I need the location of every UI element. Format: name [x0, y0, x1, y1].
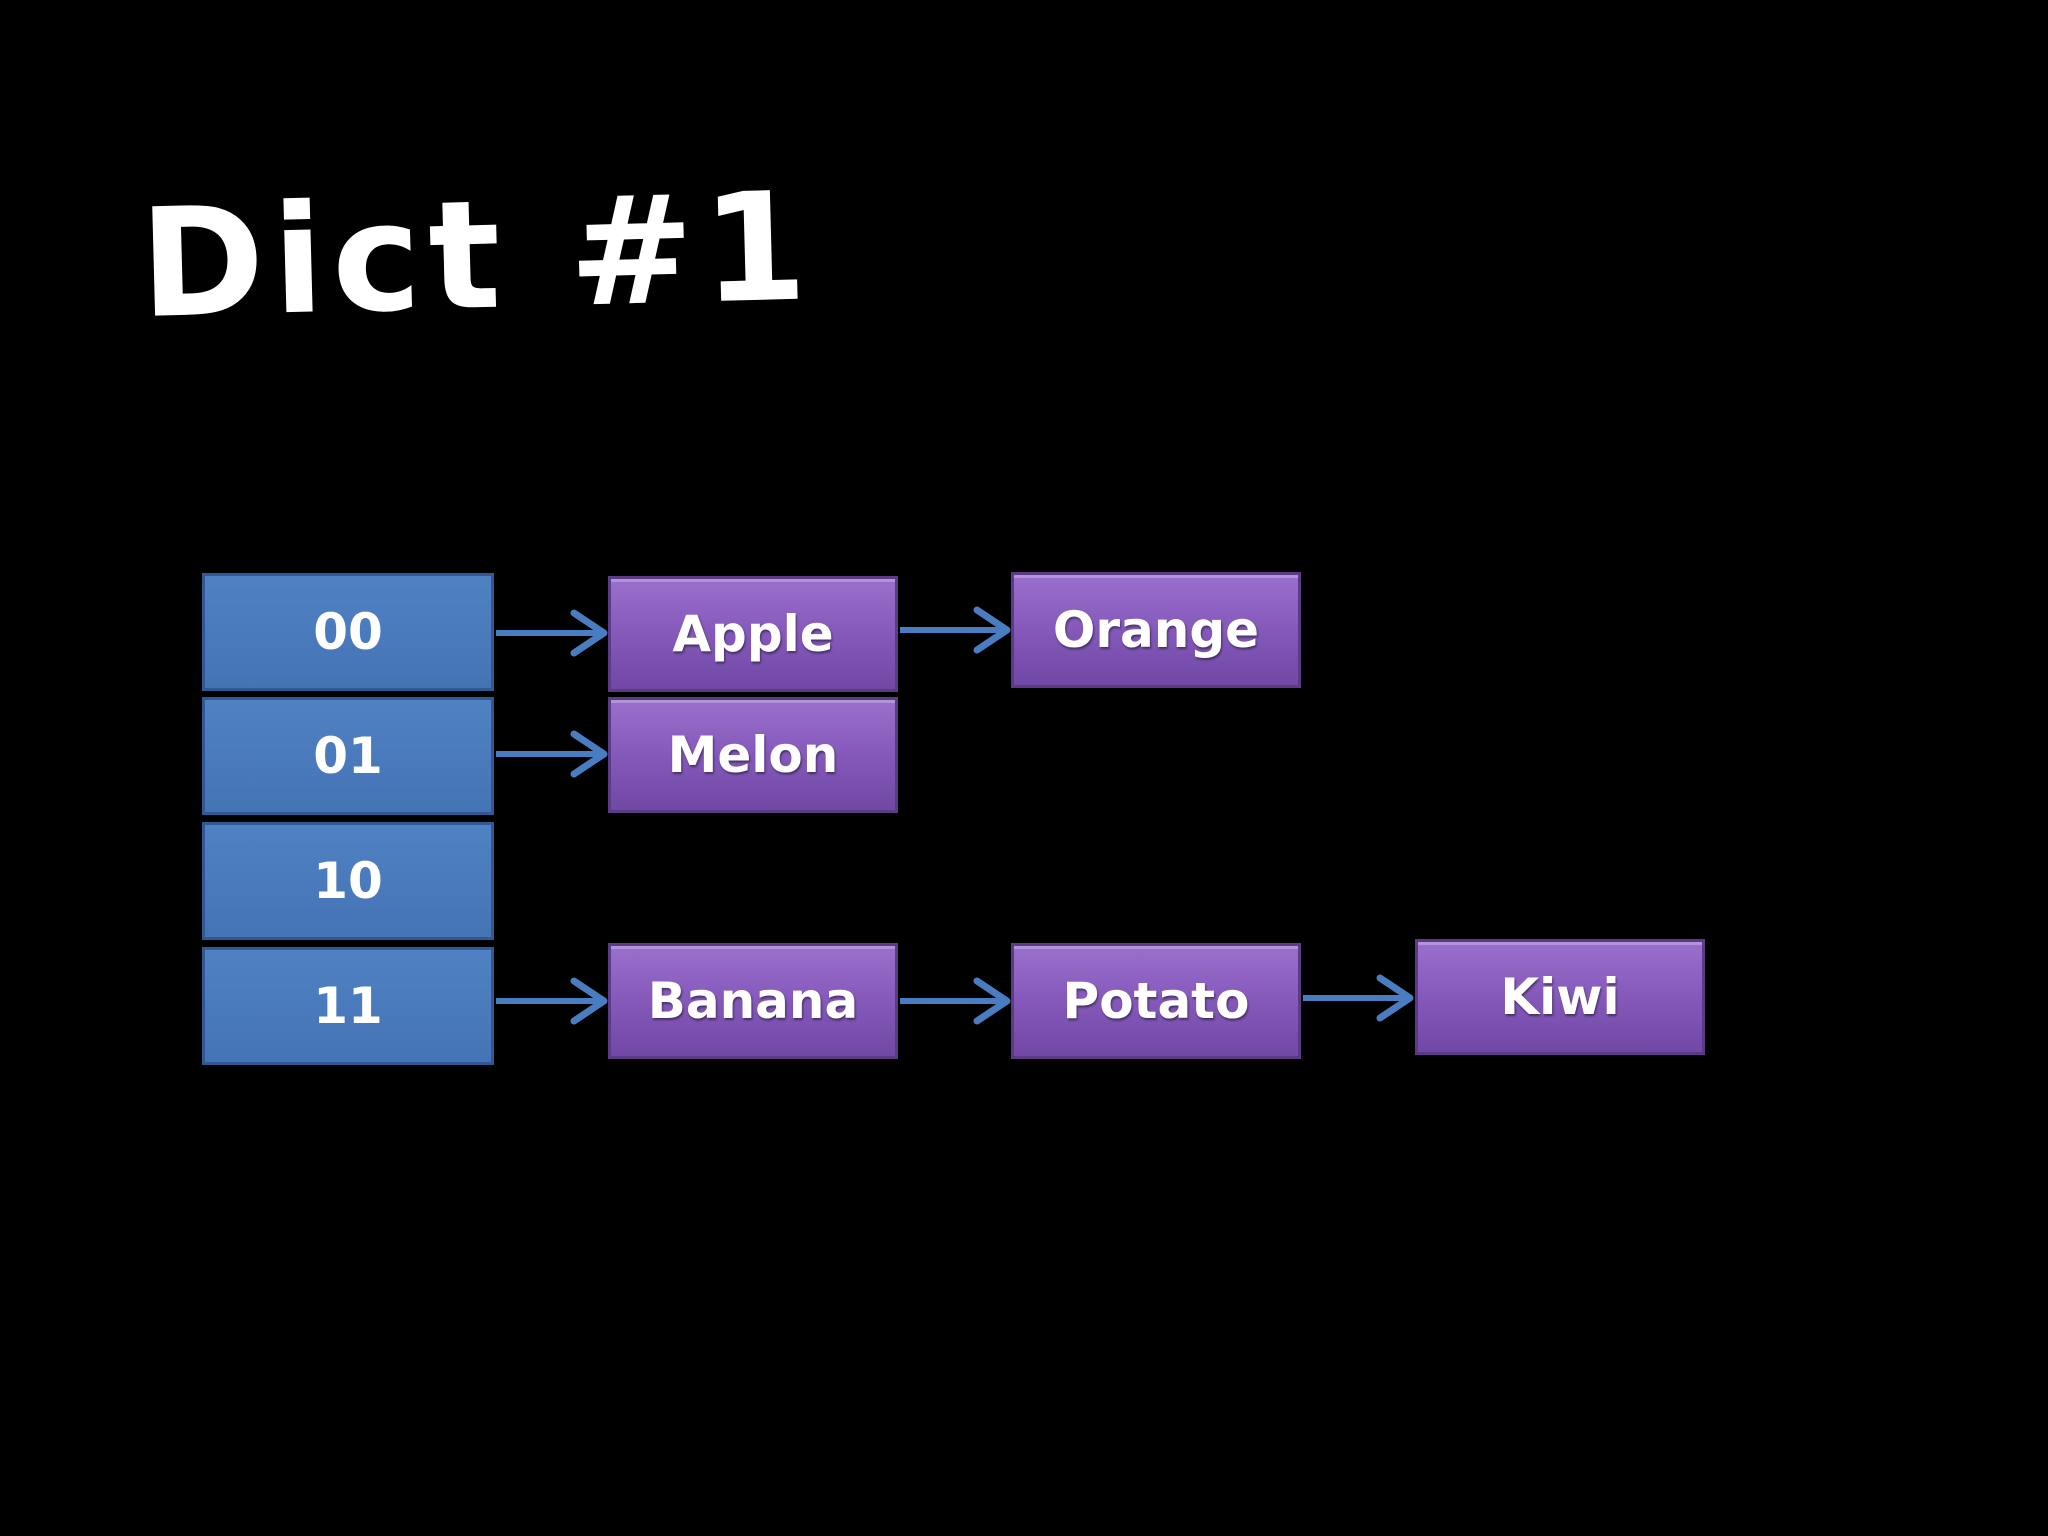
arrow-banana-potato	[900, 977, 1011, 1025]
node-banana: Banana	[608, 943, 898, 1059]
node-melon: Melon	[608, 697, 898, 813]
bucket-10: 10	[202, 822, 494, 940]
node-apple: Apple	[608, 576, 898, 692]
node-orange: Orange	[1011, 572, 1301, 688]
arrow-01-melon	[496, 730, 608, 778]
arrow-11-banana	[496, 977, 608, 1025]
node-potato: Potato	[1011, 943, 1301, 1059]
bucket-11: 11	[202, 947, 494, 1065]
bucket-00: 00	[202, 573, 494, 691]
node-kiwi: Kiwi	[1415, 939, 1705, 1055]
bucket-01: 01	[202, 697, 494, 815]
arrow-00-apple	[496, 609, 608, 657]
arrow-apple-orange	[900, 606, 1011, 654]
arrow-potato-kiwi	[1303, 974, 1414, 1022]
